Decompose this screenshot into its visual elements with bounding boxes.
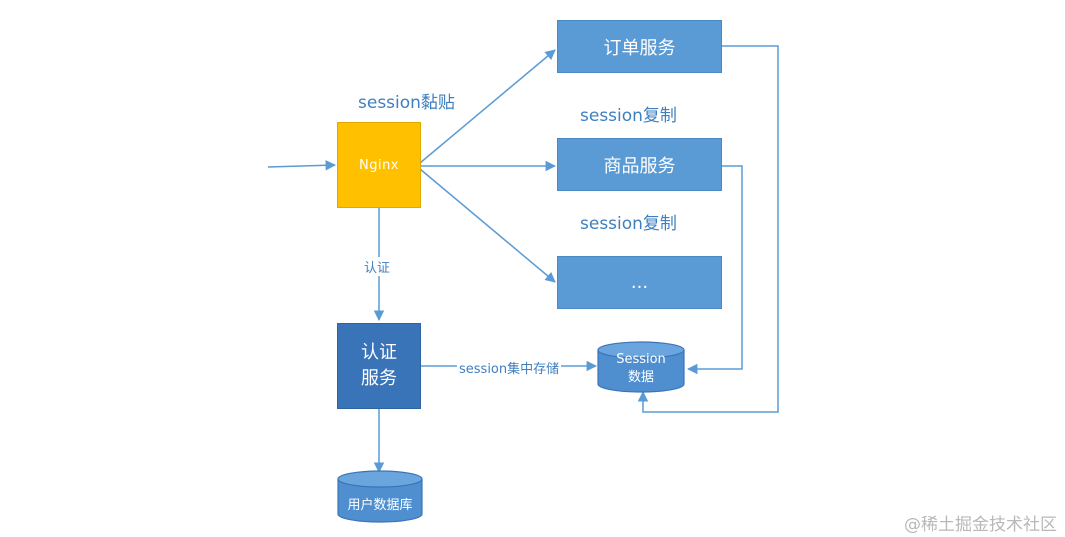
- central-storage-label: session集中存储: [457, 358, 562, 377]
- watermark: @稀土掘金技术社区: [904, 515, 1057, 535]
- user-db-cylinder: [337, 470, 423, 523]
- auth-service-box: 认证 服务: [337, 323, 421, 409]
- session-db-label: Session 数据: [616, 352, 666, 385]
- order-service-box: 订单服务: [557, 20, 722, 73]
- arrow-nginx-other: [419, 168, 556, 283]
- auth-edge-label: 认证: [362, 257, 393, 276]
- replication-label-1: session复制: [580, 106, 677, 126]
- session-db-cylinder: [597, 341, 685, 393]
- user-db-label: 用户数据库: [347, 498, 413, 513]
- nginx-box: Nginx: [337, 122, 421, 208]
- arrow-product-session: [686, 165, 743, 375]
- arrow-nginx-order: [419, 49, 556, 164]
- sticky-session-label: session黏贴: [358, 93, 455, 113]
- other-service-box: ...: [557, 256, 722, 309]
- replication-label-2: session复制: [580, 214, 677, 234]
- incoming-arrow: [267, 160, 337, 171]
- product-service-box: 商品服务: [557, 138, 722, 191]
- arrow-order-session: [637, 45, 779, 413]
